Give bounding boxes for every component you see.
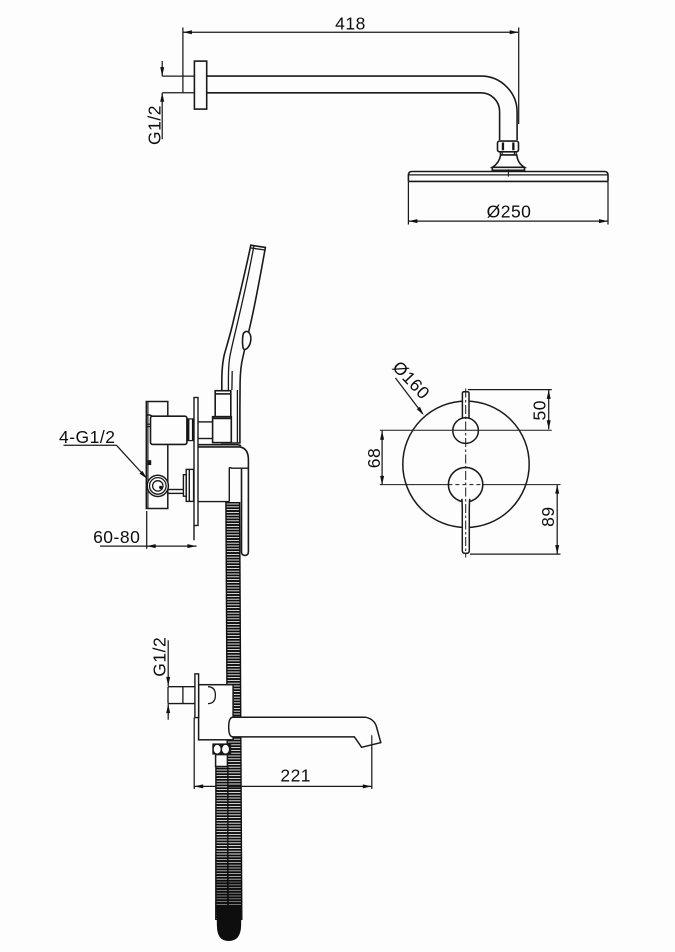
svg-text:221: 221 [280,766,311,786]
svg-text:68: 68 [364,448,384,468]
svg-text:4-G1/2: 4-G1/2 [59,427,116,447]
svg-text:60-80: 60-80 [93,527,140,547]
svg-text:418: 418 [335,14,366,34]
svg-text:G1/2: G1/2 [150,637,170,677]
svg-text:Ø250: Ø250 [487,201,532,221]
svg-text:G1/2: G1/2 [145,105,165,145]
svg-text:89: 89 [538,506,558,526]
svg-text:50: 50 [530,400,550,420]
